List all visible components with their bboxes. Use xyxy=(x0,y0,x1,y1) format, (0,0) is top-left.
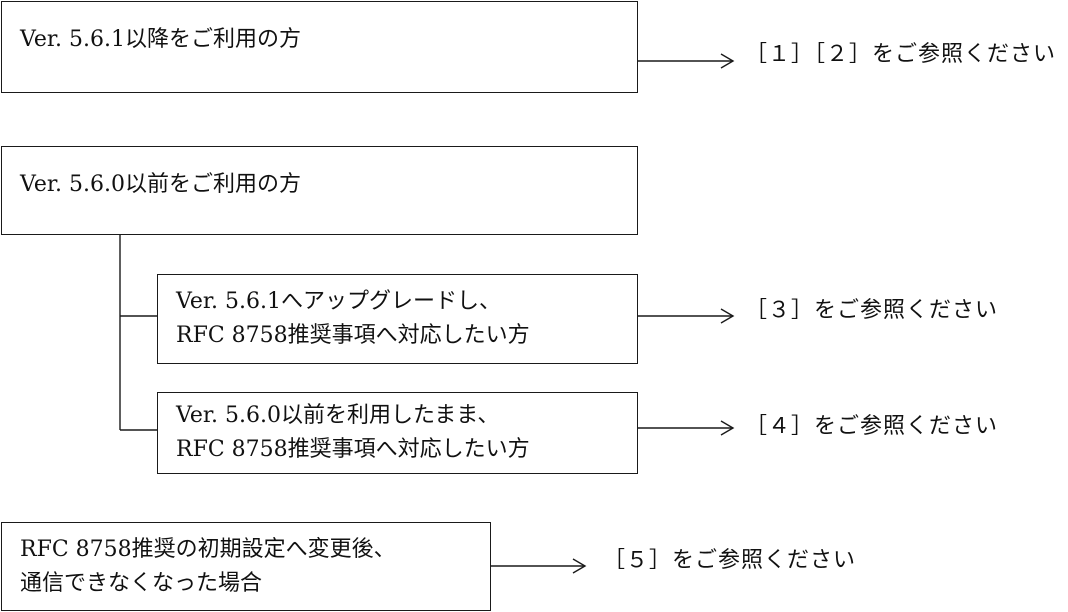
box-ver560-before-text: Ver. 5.6.0以前をご利用の方 xyxy=(20,172,301,197)
box-changed-case-line2: 通信できなくなった場合 xyxy=(20,571,263,596)
reference-4: ［４］をご参照ください xyxy=(745,414,999,439)
box-changed-case: RFC 8758推奨の初期設定へ変更後、 通信できなくなった場合 xyxy=(1,522,491,611)
arrow-stay-to-ref4 xyxy=(638,420,735,436)
branch-line-ver560 xyxy=(119,235,158,431)
box-ver561-after: Ver. 5.6.1以降をご利用の方 xyxy=(1,1,638,93)
box-stay-case: Ver. 5.6.0以前を利用したまま、 RFC 8758推奨事項へ対応したい方 xyxy=(157,392,638,474)
box-ver561-after-text: Ver. 5.6.1以降をご利用の方 xyxy=(20,27,301,52)
box-stay-case-line2: RFC 8758推奨事項へ対応したい方 xyxy=(176,437,530,462)
box-upgrade-case: Ver. 5.6.1へアップグレードし、 RFC 8758推奨事項へ対応したい方 xyxy=(157,274,638,364)
box-stay-case-line1: Ver. 5.6.0以前を利用したまま、 xyxy=(176,403,500,428)
box-changed-case-line1: RFC 8758推奨の初期設定へ変更後、 xyxy=(20,537,396,562)
arrow-changed-to-ref5 xyxy=(491,558,587,574)
box-upgrade-case-line1: Ver. 5.6.1へアップグレードし、 xyxy=(176,289,501,314)
reference-1-2: ［１］［２］をご参照ください xyxy=(745,42,1057,67)
reference-3: ［３］をご参照ください xyxy=(745,298,999,323)
reference-5: ［５］をご参照ください xyxy=(603,548,857,573)
arrow-ver561-to-ref12 xyxy=(638,53,735,69)
box-upgrade-case-line2: RFC 8758推奨事項へ対応したい方 xyxy=(176,323,530,348)
arrow-upgrade-to-ref3 xyxy=(638,308,735,324)
box-ver560-before: Ver. 5.6.0以前をご利用の方 xyxy=(1,146,638,235)
